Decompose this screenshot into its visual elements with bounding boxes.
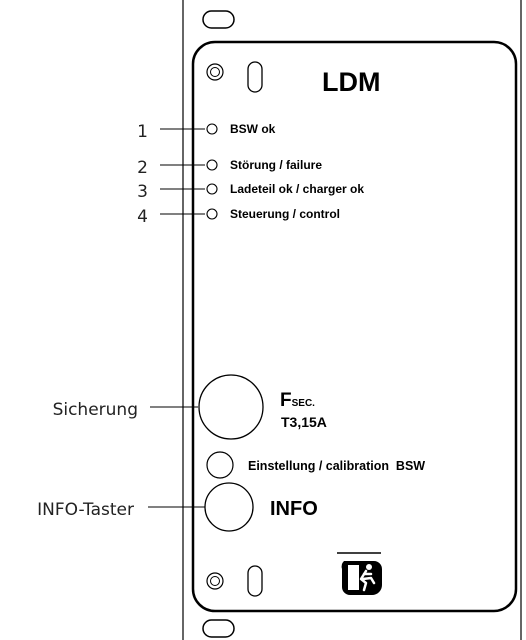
- callout-fuse-label: Sicherung: [53, 400, 138, 420]
- mount-screw-top: [206, 63, 224, 81]
- calibration-potentiometer[interactable]: [206, 451, 234, 479]
- led-row-3: 3 Ladeteil ok / charger ok: [137, 182, 364, 202]
- callout-number-2: 2: [137, 158, 148, 178]
- led-label-2: Störung / failure: [230, 158, 322, 172]
- rail-slot-top: [202, 10, 235, 29]
- fuse-rating: T3,15A: [281, 414, 327, 430]
- calibration-label: Einstellung / calibration BSW: [248, 459, 425, 473]
- led-row-1: 1 BSW ok: [137, 122, 275, 142]
- callout-info-label: INFO-Taster: [37, 500, 134, 520]
- callout-number-4: 4: [137, 207, 148, 227]
- led-indicator-3: [206, 183, 218, 195]
- led-row-4: 4 Steuerung / control: [137, 207, 340, 227]
- emergency-exit-running-man-icon: [337, 552, 382, 595]
- info-button[interactable]: [204, 482, 254, 532]
- led-indicator-2: [206, 159, 218, 171]
- led-label-1: BSW ok: [230, 122, 276, 136]
- led-indicator-4: [206, 208, 218, 220]
- callout-number-3: 3: [137, 182, 148, 202]
- mount-screw-bottom: [206, 572, 224, 590]
- panel-body: [191, 40, 518, 613]
- led-label-3: Ladeteil ok / charger ok: [230, 182, 364, 196]
- calibration-group: Einstellung / calibration BSW: [206, 451, 425, 479]
- mount-slot-bottom: [247, 565, 263, 597]
- fuse-symbol: FSEC.: [280, 390, 315, 411]
- panel-title: LDM: [322, 67, 380, 97]
- rail-slot-bottom: [202, 619, 235, 638]
- info-label: INFO: [270, 498, 318, 520]
- mount-slot-top: [247, 61, 263, 93]
- led-row-2: 2 Störung / failure: [137, 158, 322, 178]
- fuse-holder[interactable]: [198, 374, 264, 440]
- led-indicator-1: [206, 123, 218, 135]
- callout-number-1: 1: [137, 122, 148, 142]
- fuse-group: Sicherung FSEC. T3,15A: [53, 374, 327, 440]
- led-label-4: Steuerung / control: [230, 207, 340, 221]
- info-group: INFO-Taster INFO: [37, 482, 318, 532]
